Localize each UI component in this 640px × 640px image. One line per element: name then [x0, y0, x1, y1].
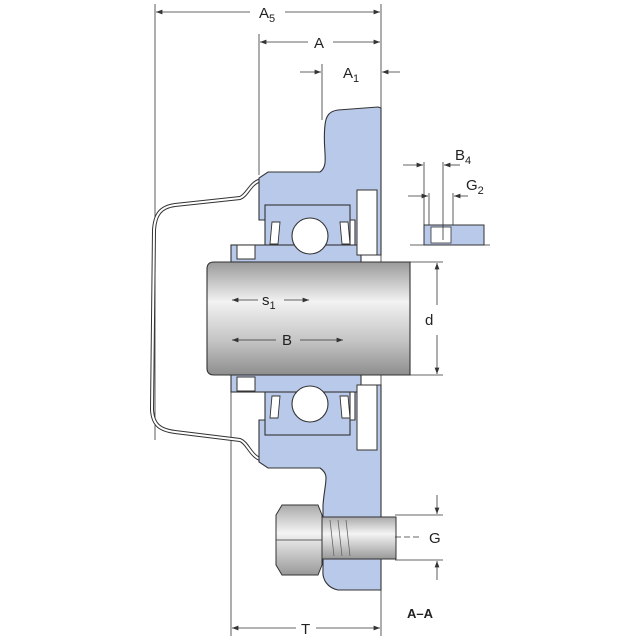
- label-b4: B4: [455, 147, 471, 167]
- seal-cap-top: [356, 189, 378, 256]
- label-g: G: [429, 530, 441, 547]
- label-t: T: [301, 621, 310, 638]
- section-label: A–A: [407, 606, 434, 621]
- seal-cap-bottom: [356, 384, 378, 451]
- label-a1: A1: [343, 65, 359, 85]
- label-g2: G2: [466, 177, 484, 197]
- set-screw-top: [236, 244, 256, 260]
- b4-g2-detail: [403, 162, 490, 246]
- label-s1: s1: [262, 292, 276, 312]
- label-a5: A5: [259, 5, 275, 25]
- thread-lines: [329, 519, 351, 557]
- label-a: A: [314, 35, 324, 52]
- label-b: B: [282, 332, 292, 349]
- dimension-lines: [156, 9, 440, 631]
- ball-bottom: [291, 385, 329, 423]
- bolt-shank: [317, 516, 397, 560]
- shaft: [206, 261, 411, 376]
- ball-top: [291, 217, 329, 255]
- label-d: d: [425, 312, 433, 329]
- set-screw-bottom: [236, 376, 256, 392]
- seals: [269, 221, 351, 419]
